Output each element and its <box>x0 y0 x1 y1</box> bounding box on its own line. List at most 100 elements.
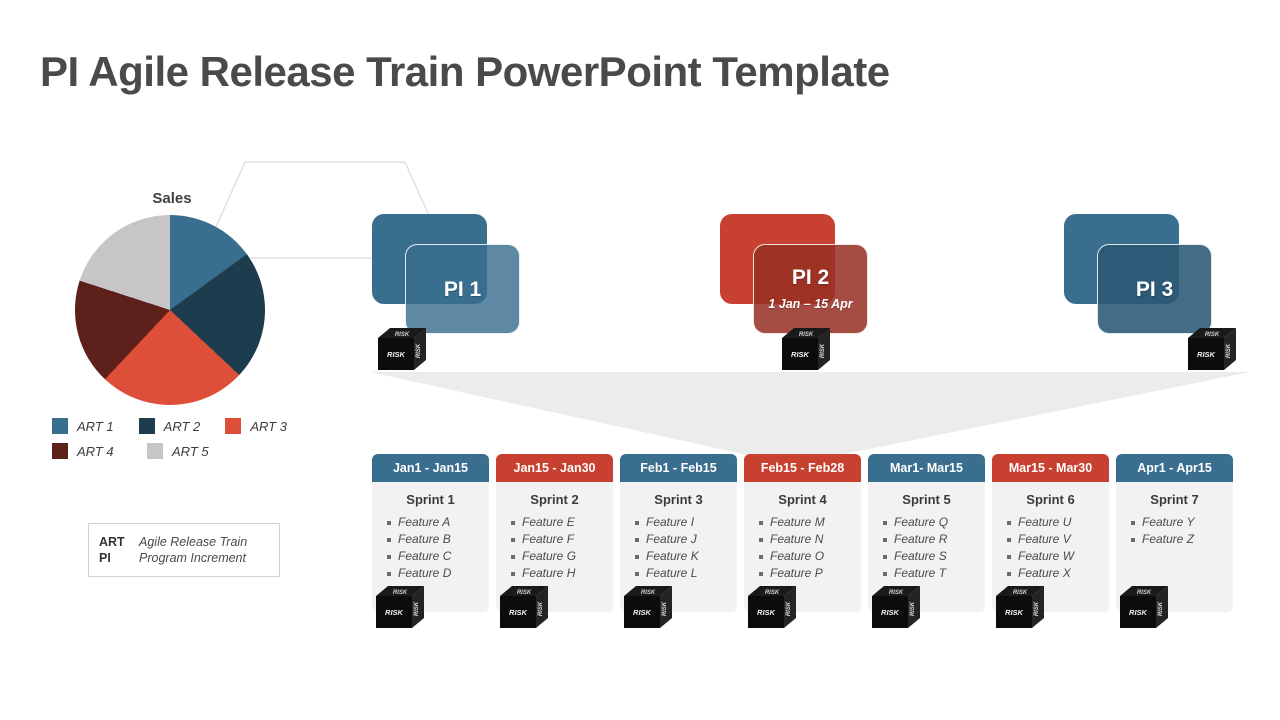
sprint-name: Sprint 1 <box>406 492 455 507</box>
svg-text:RISK: RISK <box>786 601 792 616</box>
legend-label: ART 4 <box>77 443 114 459</box>
risk-cube-icon[interactable]: RISK RISK RISK <box>376 324 428 374</box>
legend-swatch-icon <box>138 418 155 434</box>
key-row-art: ART Agile Release Train <box>99 535 269 549</box>
feature-list-item: Feature H <box>510 565 613 582</box>
pi-card-front-panel: PI 2 1 Jan – 15 Apr <box>753 244 868 334</box>
feature-list-item: Feature S <box>882 548 985 565</box>
legend-row: ART 1 ART 2 ART 3 <box>52 418 312 434</box>
legend-label: ART 3 <box>250 418 287 434</box>
feature-list-item: Feature D <box>386 565 489 582</box>
sprint-date-range-header[interactable]: Jan1 - Jan15 <box>372 454 489 482</box>
feature-list-item: Feature V <box>1006 531 1109 548</box>
key-abbreviation: ART <box>99 535 125 549</box>
feature-list-item: Feature N <box>758 531 861 548</box>
legend-item-art-2: ART 2 <box>138 418 226 434</box>
sprint-date-range-header[interactable]: Mar1- Mar15 <box>868 454 985 482</box>
svg-text:RISK: RISK <box>387 350 406 359</box>
feature-list-item: Feature A <box>386 514 489 531</box>
svg-text:RISK: RISK <box>385 608 404 617</box>
key-definition: Agile Release Train <box>139 535 248 549</box>
sprint-date-range-header[interactable]: Jan15 - Jan30 <box>496 454 613 482</box>
risk-cube-icon[interactable]: RISK RISK RISK <box>1118 582 1170 632</box>
legend-label: ART 1 <box>77 418 114 434</box>
program-increment-card-2[interactable]: PI 2 1 Jan – 15 Apr RISK RISK RISK <box>720 214 920 384</box>
pi-label: PI 2 <box>791 266 830 289</box>
legend-swatch-icon <box>147 443 163 459</box>
svg-text:RISK: RISK <box>1013 590 1028 596</box>
svg-text:RISK: RISK <box>414 601 420 616</box>
risk-cube-icon[interactable]: RISK RISK RISK <box>780 324 832 374</box>
feature-list-item: Feature G <box>510 548 613 565</box>
key-definition: Program Increment <box>139 551 246 565</box>
feature-list-item: Feature K <box>634 548 737 565</box>
pi-label: PI 3 <box>1135 277 1174 301</box>
key-abbreviation: PI <box>99 551 111 565</box>
svg-text:RISK: RISK <box>765 590 780 596</box>
svg-text:RISK: RISK <box>1129 608 1148 617</box>
pi-date-range: 1 Jan – 15 Apr <box>768 297 853 311</box>
svg-text:RISK: RISK <box>633 608 652 617</box>
sprint-date-range-header[interactable]: Feb15 - Feb28 <box>744 454 861 482</box>
feature-list-item: Feature P <box>758 565 861 582</box>
sprint-date-range-header[interactable]: Apr1 - Apr15 <box>1116 454 1233 482</box>
svg-text:RISK: RISK <box>1226 343 1232 358</box>
risk-cube-icon[interactable]: RISK RISK RISK <box>374 582 426 632</box>
svg-text:RISK: RISK <box>889 590 904 596</box>
chart-title: Sales <box>152 190 192 207</box>
svg-text:RISK: RISK <box>641 590 656 596</box>
sprint-date-range-header[interactable]: Feb1 - Feb15 <box>620 454 737 482</box>
svg-text:RISK: RISK <box>799 332 814 338</box>
svg-text:RISK: RISK <box>1034 601 1040 616</box>
risk-cube-icon[interactable]: RISK RISK RISK <box>622 582 674 632</box>
svg-text:RISK: RISK <box>538 601 544 616</box>
svg-text:RISK: RISK <box>509 608 528 617</box>
svg-text:RISK: RISK <box>393 590 408 596</box>
legend-label: ART 5 <box>172 443 209 459</box>
sprint-name: Sprint 7 <box>1150 492 1199 507</box>
sprint-date-range-header[interactable]: Mar15 - Mar30 <box>992 454 1109 482</box>
flow-chevron <box>370 372 1250 460</box>
key-row-pi: PI Program Increment <box>99 551 269 565</box>
svg-text:RISK: RISK <box>1158 601 1164 616</box>
program-increment-card-3[interactable]: PI 3 RISK RISK RISK <box>1064 214 1264 384</box>
risk-cube-icon[interactable]: RISK RISK RISK <box>994 582 1046 632</box>
feature-list-item: Feature L <box>634 565 737 582</box>
pie-to-pi1-connector <box>201 161 449 259</box>
risk-cube-icon[interactable]: RISK RISK RISK <box>870 582 922 632</box>
svg-text:RISK: RISK <box>791 350 810 359</box>
legend-item-art-5: ART 5 <box>147 443 242 459</box>
svg-text:RISK: RISK <box>757 608 776 617</box>
risk-cube-icon[interactable]: RISK RISK RISK <box>498 582 550 632</box>
svg-text:RISK: RISK <box>662 601 668 616</box>
svg-text:RISK: RISK <box>1005 608 1024 617</box>
legend-swatch-icon <box>52 443 68 459</box>
svg-text:RISK: RISK <box>820 343 826 358</box>
svg-text:RISK: RISK <box>881 608 900 617</box>
feature-list-item: Feature T <box>882 565 985 582</box>
legend-item-art-3: ART 3 <box>225 418 312 434</box>
program-increment-card-1[interactable]: PI 1 RISK RISK RISK <box>372 214 572 384</box>
sales-pie-chart <box>75 215 265 405</box>
feature-list-item: Feature O <box>758 548 861 565</box>
pi-label: PI 1 <box>443 277 482 301</box>
feature-list-item: Feature I <box>634 514 737 531</box>
risk-cube-icon[interactable]: RISK RISK RISK <box>1186 324 1238 374</box>
risk-cube-icon[interactable]: RISK RISK RISK <box>746 582 798 632</box>
